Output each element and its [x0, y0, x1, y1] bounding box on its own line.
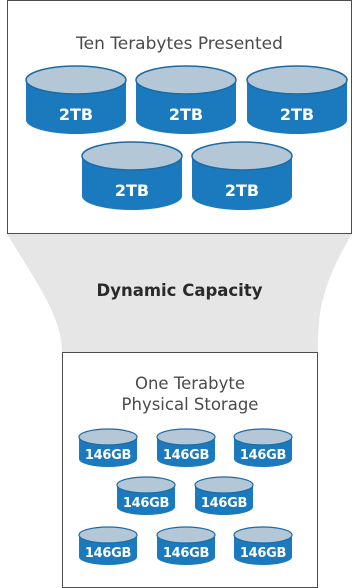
disk-capacity-label: 146GB [162, 546, 210, 561]
dynamic-capacity-label: Dynamic Capacity [96, 281, 263, 300]
disk-146gb: 146GB [156, 428, 216, 468]
disk-146gb: 146GB [78, 526, 138, 566]
disk-capacity-label: 2TB [224, 181, 260, 200]
disk-146gb: 146GB [116, 476, 176, 516]
physical-storage-title-line2: Physical Storage [121, 395, 259, 414]
disk-cylinder-icon [233, 428, 293, 467]
disk-capacity-label: 2TB [114, 181, 150, 200]
disk-cylinder-icon [156, 526, 216, 565]
disk-capacity-label: 146GB [200, 496, 248, 511]
disk-146gb: 146GB [233, 428, 293, 468]
disk-146gb: 146GB [194, 476, 254, 516]
disk-cylinder-icon [135, 65, 237, 134]
disk-capacity-label: 146GB [239, 448, 287, 463]
disk-capacity-label: 146GB [162, 448, 210, 463]
disk-cylinder-icon [246, 65, 348, 134]
disk-capacity-label: 2TB [279, 105, 315, 124]
disk-capacity-label: 146GB [239, 546, 287, 561]
disk-capacity-label: 146GB [122, 496, 170, 511]
disk-capacity-label: 146GB [84, 546, 132, 561]
disk-cylinder-icon [156, 428, 216, 467]
disk-cylinder-icon [116, 476, 176, 515]
disk-2tb: 2TB [191, 141, 293, 211]
disk-cylinder-icon [81, 141, 183, 210]
disk-146gb: 146GB [233, 526, 293, 566]
physical-storage-title-line1: One Terabyte [134, 374, 246, 393]
disk-146gb: 146GB [156, 526, 216, 566]
disk-cylinder-icon [191, 141, 293, 210]
disk-cylinder-icon [233, 526, 293, 565]
disk-capacity-label: 2TB [168, 105, 204, 124]
disk-cylinder-icon [78, 526, 138, 565]
disk-2tb: 2TB [246, 65, 348, 135]
disk-2tb: 2TB [81, 141, 183, 211]
disk-cylinder-icon [194, 476, 254, 515]
disk-capacity-label: 146GB [84, 448, 132, 463]
physical-storage-title: One Terabyte Physical Storage [63, 373, 317, 415]
disk-capacity-label: 2TB [58, 105, 94, 124]
disk-2tb: 2TB [25, 65, 127, 135]
disk-2tb: 2TB [135, 65, 237, 135]
presented-capacity-title: Ten Terabytes Presented [76, 34, 283, 54]
disk-146gb: 146GB [78, 428, 138, 468]
disk-cylinder-icon [25, 65, 127, 134]
disk-cylinder-icon [78, 428, 138, 467]
